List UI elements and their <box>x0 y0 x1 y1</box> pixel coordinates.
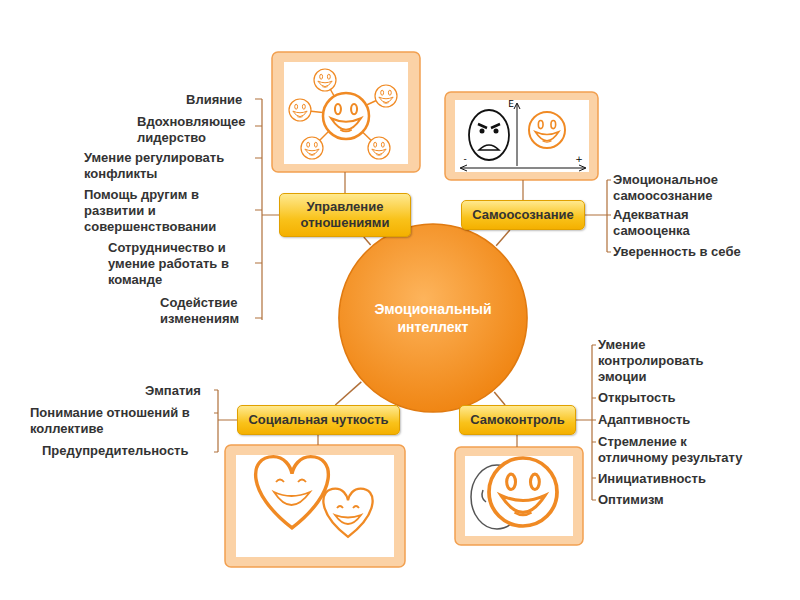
node-text: Самоконтроль <box>470 412 564 428</box>
branch-item: Эмоциональное самоосознание <box>613 172 748 204</box>
node-text: Эмоциональный интеллект <box>363 300 503 336</box>
node-text: Управление отношениями <box>290 199 400 231</box>
emotion-axis <box>460 103 586 171</box>
branch-item: Стремление к отличному результату <box>598 434 758 466</box>
circle-shape <box>337 222 529 414</box>
connector <box>335 382 361 405</box>
two-faces <box>471 458 557 529</box>
leader-bracket <box>214 99 611 500</box>
axis-label: + <box>574 154 584 164</box>
hearts <box>256 457 373 537</box>
branch-item: Открытость <box>598 390 748 406</box>
branch-box: Социальная чуткость <box>237 405 400 435</box>
picture-frame <box>225 52 598 567</box>
branch-item: Адекватная самооценка <box>613 207 733 239</box>
branch-box: Управление отношениями <box>279 193 411 237</box>
axis-label: - <box>461 154 469 164</box>
connector <box>496 230 510 246</box>
faces-network <box>289 69 397 159</box>
node-text: Самоосознание <box>472 207 574 223</box>
branch-item: Инициативность <box>598 471 748 487</box>
axis-label: E <box>506 99 516 109</box>
branch-item: Умение контролировать эмоции <box>598 337 728 385</box>
branch-item: Умение регулировать конфликты <box>84 150 252 182</box>
branch-box: Самоосознание <box>461 200 585 230</box>
branch-item: Сотрудничество и умение работать в коман… <box>108 240 254 288</box>
branch-item: Уверенность в себе <box>613 244 783 260</box>
connector <box>364 237 371 245</box>
connector <box>494 392 505 405</box>
node-text: Социальная чуткость <box>248 412 388 428</box>
branch-item: Влияние <box>186 92 252 108</box>
branch-item: Оптимизм <box>598 492 748 508</box>
branch-item: Эмпатия <box>145 383 211 399</box>
branch-item: Помощь другим в развитии и совершенствов… <box>84 187 252 235</box>
branch-item: Содействие изменениям <box>160 295 254 327</box>
central-circle: Эмоциональный интеллект <box>337 222 529 414</box>
branch-item: Предупредительность <box>42 443 210 459</box>
branch-item: Адаптивность <box>598 412 748 428</box>
branch-item: Вдохновляющее лидерство <box>137 114 262 146</box>
branch-item: Понимание отношений в коллективе <box>30 405 210 437</box>
branch-box: Самоконтроль <box>459 405 576 435</box>
